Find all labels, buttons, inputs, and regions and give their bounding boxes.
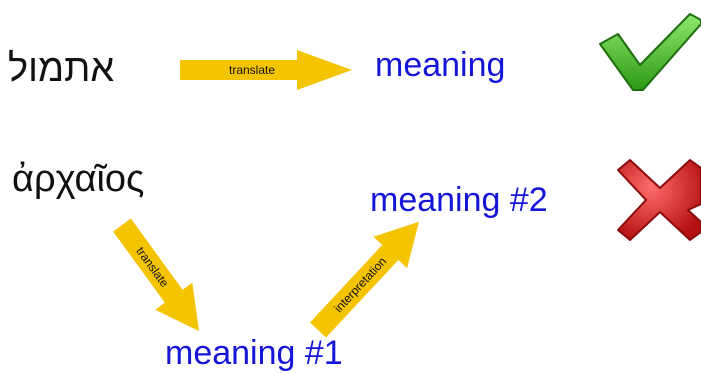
arrow-shape: [309, 221, 419, 338]
translate-arrow-horizontal: translate: [180, 50, 352, 90]
translate-arrow-diagonal: translate: [113, 218, 199, 331]
arrow-shape: [180, 50, 352, 90]
arrow-label-interpretation: interpretation: [331, 254, 389, 315]
red-x-icon: [617, 159, 701, 241]
arrow-label-translate-1: translate: [229, 63, 275, 77]
hebrew-source-word: אתמול: [8, 48, 115, 90]
interpretation-arrow-diagonal: interpretation: [309, 221, 419, 338]
meaning-1-intermediate: meaning #1: [165, 334, 343, 372]
meaning-2-result: meaning #2: [370, 181, 548, 219]
arrow-shape: [113, 218, 199, 331]
green-check-icon: [599, 13, 701, 91]
greek-source-word: ἀρχαῖος: [12, 158, 145, 200]
meaning-result: meaning: [375, 46, 506, 84]
